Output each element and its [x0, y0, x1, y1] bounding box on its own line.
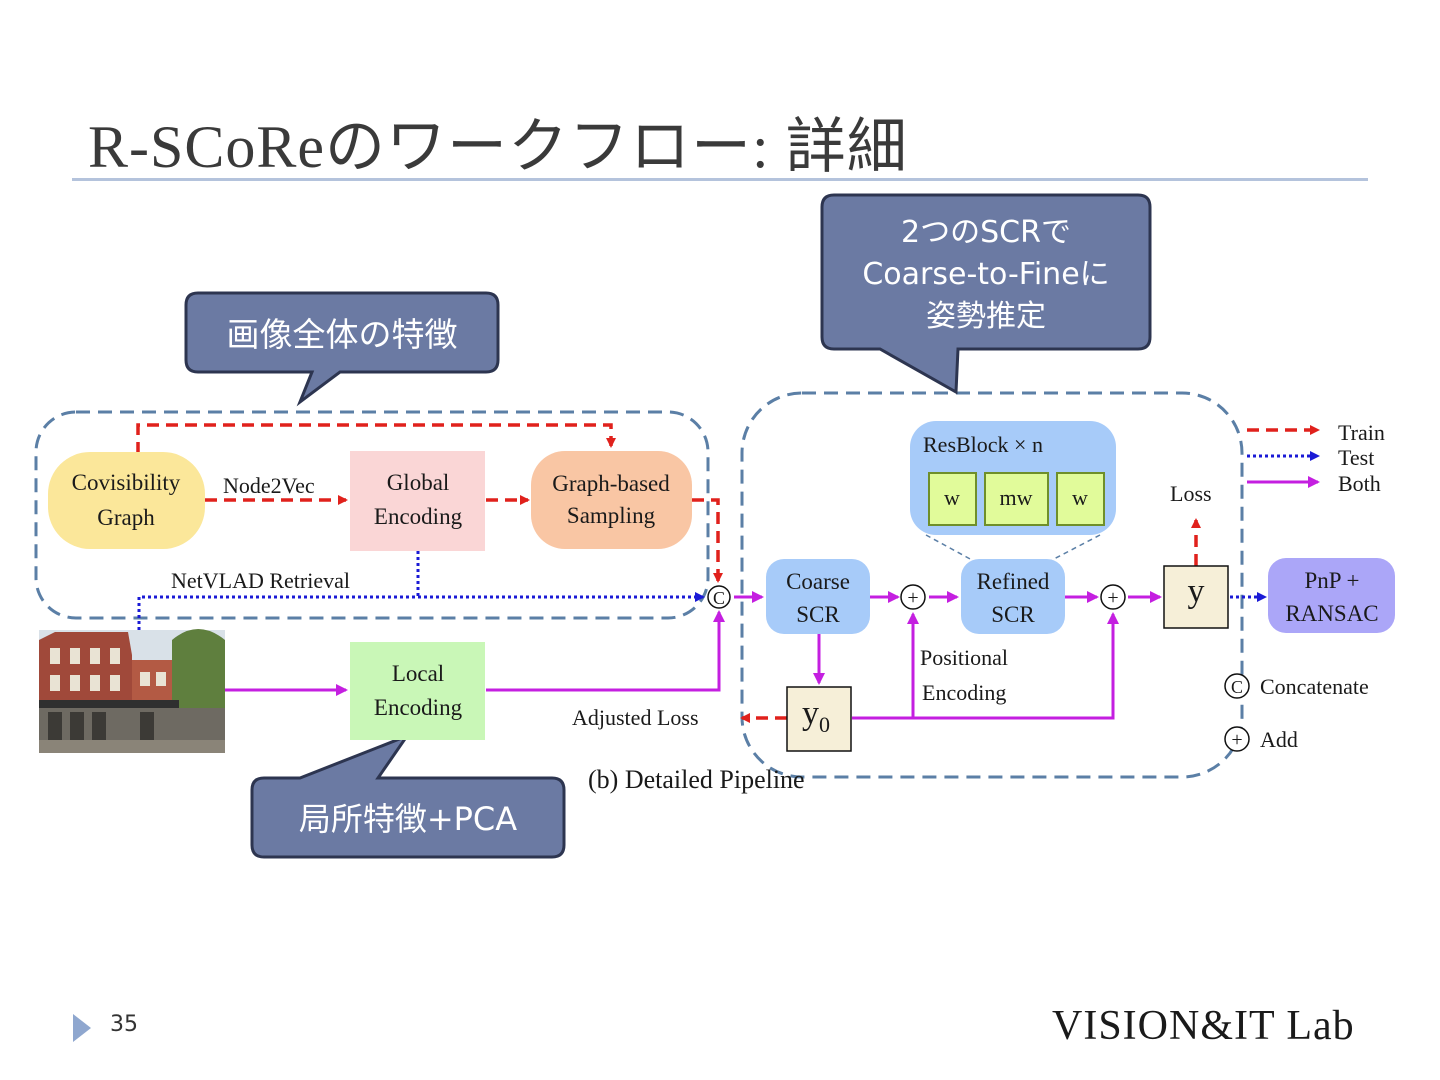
callout-global-text: 画像全体の特徴	[227, 315, 458, 354]
global-feature-group	[34, 410, 710, 620]
diagram-caption: (b) Detailed Pipeline	[588, 765, 805, 794]
local-encoding-node: Local Encoding	[350, 642, 485, 740]
callout-scr-line2: Coarse-to-Fineに	[862, 257, 1109, 292]
label-loss: Loss	[1170, 481, 1212, 506]
callout-scr-line3: 姿勢推定	[926, 299, 1046, 334]
edge-local-to-concat	[486, 610, 725, 692]
svg-text:Coarse: Coarse	[786, 569, 850, 594]
legend-train: Train	[1338, 420, 1385, 445]
scr-group	[740, 391, 1244, 779]
svg-text:w: w	[944, 485, 960, 510]
concatenate-node: C	[707, 585, 731, 609]
svg-text:Refined: Refined	[977, 569, 1050, 594]
resblock-mw	[984, 472, 1049, 526]
query-image	[39, 629, 225, 753]
svg-text:+: +	[907, 587, 918, 609]
svg-text:Local: Local	[392, 661, 444, 686]
svg-text:Sampling: Sampling	[567, 503, 656, 528]
svg-text:+: +	[1107, 587, 1118, 609]
edge-y0-to-add2	[913, 612, 1119, 720]
label-node2vec: Node2Vec	[223, 473, 315, 498]
svg-text:Graph-based: Graph-based	[552, 471, 670, 496]
title-divider	[72, 178, 1368, 181]
legend-add: + Add	[1224, 726, 1298, 752]
svg-text:y0: y0	[802, 695, 830, 737]
add-node-2: +	[1100, 584, 1126, 610]
add-node-1: +	[900, 584, 926, 610]
coarse-scr-node: Coarse SCR	[766, 559, 870, 634]
svg-text:Encoding: Encoding	[374, 504, 463, 529]
callout-local: 局所特徴+PCA	[250, 732, 566, 859]
y-output-node: y	[1163, 565, 1229, 629]
callout-local-text: 局所特徴+PCA	[299, 800, 517, 838]
covisibility-graph-node: Covisibility Graph	[48, 452, 205, 549]
resblock-w1	[928, 472, 977, 526]
page-number: 35	[110, 1012, 138, 1037]
svg-text:w: w	[1072, 485, 1088, 510]
svg-text:ResBlock × n: ResBlock × n	[923, 432, 1043, 457]
svg-text:Concatenate: Concatenate	[1260, 674, 1369, 699]
resblock-zoom-line-left	[925, 534, 973, 561]
svg-text:Add: Add	[1260, 727, 1298, 752]
graph-based-sampling-node: Graph-based Sampling	[531, 451, 692, 549]
label-netvlad: NetVLAD Retrieval	[171, 568, 350, 593]
legend-concatenate: C Concatenate	[1224, 673, 1369, 699]
resblock-node: ResBlock × n w mw w	[910, 421, 1116, 535]
svg-text:PnP +: PnP +	[1305, 568, 1360, 593]
slide-title: R-SCoReのワークフロー: 詳細	[88, 114, 908, 180]
svg-text:SCR: SCR	[991, 602, 1035, 627]
legend-both: Both	[1338, 471, 1381, 496]
edge-netvlad-to-concat	[137, 592, 705, 630]
refined-scr-node: Refined SCR	[961, 559, 1065, 634]
y0-node: y0	[786, 686, 852, 752]
callout-scr: 2つのSCRで Coarse-to-Fineに 姿勢推定	[820, 193, 1152, 395]
edge-sampling-to-concat	[692, 498, 723, 583]
svg-text:Encoding: Encoding	[374, 695, 463, 720]
svg-text:Global: Global	[387, 470, 450, 495]
svg-text:RANSAC: RANSAC	[1285, 601, 1378, 626]
svg-text:C: C	[1231, 677, 1243, 697]
page-arrow-icon	[73, 1014, 91, 1042]
svg-text:Graph: Graph	[97, 505, 155, 530]
svg-text:y: y	[1188, 573, 1205, 610]
lab-logo: VISION&IT Lab	[1052, 1003, 1355, 1049]
callout-global: 画像全体の特徴	[184, 291, 500, 407]
svg-text:mw: mw	[1000, 485, 1033, 510]
label-positional-1: Positional	[920, 645, 1008, 670]
callout-scr-line1: 2つのSCRで	[901, 215, 1071, 250]
edge-covis-to-sampling	[136, 423, 616, 454]
resblock-zoom-line-right	[1051, 534, 1101, 561]
svg-text:Covisibility: Covisibility	[72, 470, 181, 495]
global-encoding-node: Global Encoding	[350, 451, 485, 551]
resblock-w2	[1056, 472, 1105, 526]
label-adjusted-loss: Adjusted Loss	[572, 705, 699, 730]
svg-text:SCR: SCR	[796, 602, 840, 627]
pnp-ransac-node: PnP + RANSAC	[1268, 558, 1395, 633]
label-positional-2: Encoding	[922, 680, 1006, 705]
svg-text:C: C	[713, 588, 725, 608]
legend-test: Test	[1338, 445, 1374, 470]
svg-text:+: +	[1231, 729, 1242, 751]
